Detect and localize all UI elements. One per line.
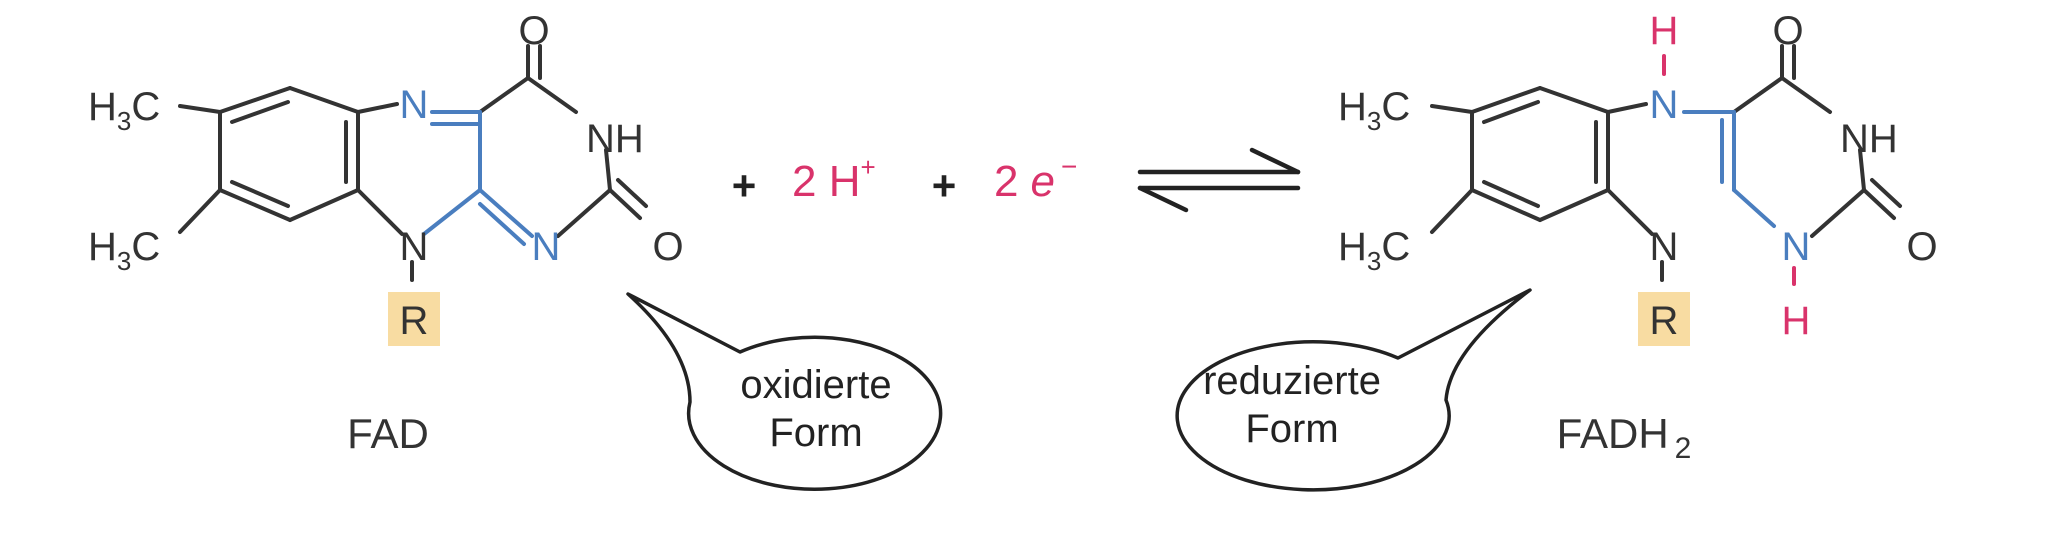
fadh2-r-highlight xyxy=(1638,292,1690,346)
fad-conjugated-bonds xyxy=(422,110,534,246)
fad-r-label: R xyxy=(400,299,429,343)
fad-n1-label: N xyxy=(532,225,561,269)
fadh2-n5-label: N xyxy=(1650,83,1679,127)
protons-term: 2 H+ xyxy=(792,152,876,206)
fadh2-o-top-label: O xyxy=(1772,9,1803,53)
fadh2-o-right-label: O xyxy=(1906,225,1937,269)
fadh2-methyl-top: H3C xyxy=(1338,85,1410,136)
fad-callout: oxidierte Form xyxy=(626,292,943,491)
fadh2-h5-label: H xyxy=(1650,9,1679,53)
fadh2-callout-bubble xyxy=(1175,288,1532,492)
fad-callout-line1: oxidierte xyxy=(740,363,891,407)
fadh2-bonds xyxy=(1430,44,1902,282)
fadh2-n10-label: N xyxy=(1650,225,1679,269)
fad-name: FAD xyxy=(347,410,429,457)
fad-structure: H3C H3C N N N NH O O R FAD xyxy=(88,9,684,457)
fad-methyl-top: H3C xyxy=(88,85,160,136)
fad-r-highlight xyxy=(388,292,440,346)
fadh2-n1-label: N xyxy=(1782,225,1811,269)
fad-n5-label: N xyxy=(400,83,429,127)
fadh2-callout-line2: Form xyxy=(1245,407,1338,451)
fad-bonds xyxy=(178,44,648,282)
fadh2-callout-line1: reduzierte xyxy=(1203,359,1381,403)
fad-o-right-label: O xyxy=(652,225,683,269)
equilibrium-arrow xyxy=(1137,147,1301,213)
fadh2-callout: reduzierte Form xyxy=(1175,288,1532,492)
plus-sign-1: + xyxy=(732,162,757,209)
fad-nh-label: NH xyxy=(586,117,644,161)
fad-n10-label: N xyxy=(400,225,429,269)
fadh2-r-label: R xyxy=(1650,299,1679,343)
fad-callout-line2: Form xyxy=(769,411,862,455)
fadh2-h1-label: H xyxy=(1782,299,1811,343)
fadh2-conjugated-bonds xyxy=(1682,110,1776,228)
fadh2-methyl-bottom: H3C xyxy=(1338,225,1410,276)
fad-methyl-bottom: H3C xyxy=(88,225,160,276)
fad-o-top-label: O xyxy=(518,9,549,53)
plus-sign-2: + xyxy=(932,162,957,209)
fad-callout-bubble xyxy=(626,292,943,491)
fadh2-h-bonds xyxy=(1662,54,1796,286)
fadh2-nh-label: NH xyxy=(1840,117,1898,161)
